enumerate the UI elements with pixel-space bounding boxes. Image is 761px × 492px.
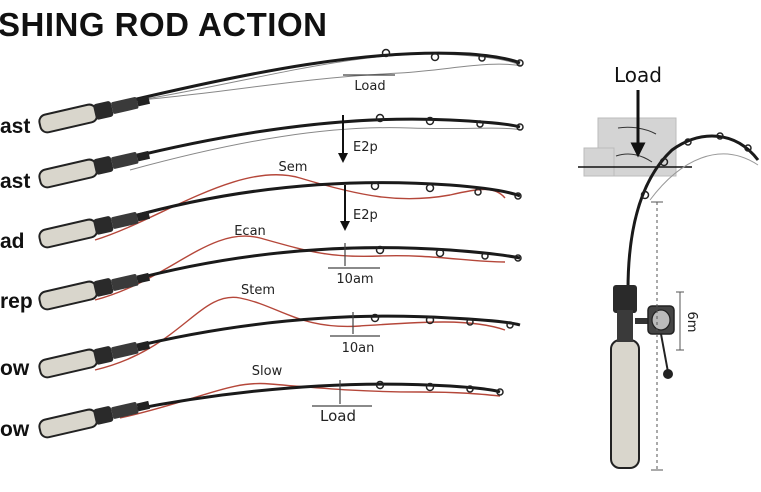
row6-load-label: Load — [320, 407, 356, 425]
side-rod-handle — [610, 339, 640, 469]
rod-row-6: Slow Load — [38, 364, 504, 439]
rod-row-5: Stem 10an — [38, 283, 521, 379]
rod-handle — [38, 400, 151, 439]
rod-blank — [119, 246, 521, 285]
row4-mark-label: 10am — [336, 272, 373, 287]
rod-row-3: Sem E2p — [38, 160, 522, 249]
rod-blank — [119, 181, 521, 222]
rod-handle — [38, 272, 151, 311]
action-curve — [119, 382, 501, 419]
action-curve — [94, 235, 506, 301]
row3-curve-label: Sem — [279, 160, 308, 175]
row3-force-label: E2p — [353, 208, 378, 223]
row-label-2: ast — [0, 170, 31, 193]
rod-handle — [38, 150, 151, 189]
action-curve — [94, 296, 506, 371]
row5-curve-label: Stem — [241, 283, 275, 298]
page-title: SHING ROD ACTION — [0, 6, 328, 43]
side-load-label: Load — [614, 63, 662, 87]
rod-handle — [38, 340, 151, 379]
row4-curve-label: Ecan — [234, 224, 266, 239]
side-bend-diagram: Load 6m — [578, 63, 760, 471]
row-label-3: ad — [0, 230, 25, 253]
rod-blank — [119, 51, 521, 105]
row5-mark-label: 10an — [342, 341, 375, 356]
reel-measure-label: 6m — [684, 312, 699, 333]
row-label-4: rep — [0, 290, 33, 313]
rod-row-1: Load — [38, 48, 524, 134]
row1-load-label: Load — [354, 79, 385, 94]
rod-blank — [119, 117, 521, 162]
rod-blank — [119, 314, 521, 352]
side-rod-blank — [626, 134, 760, 291]
rod-blank — [119, 382, 501, 414]
spinning-reel-icon — [635, 305, 675, 379]
row2-force-label: E2p — [353, 140, 378, 155]
row-label-1: ast — [0, 115, 31, 138]
rod-handle — [38, 95, 151, 134]
rod-handle — [38, 210, 151, 249]
row-label-6: ow — [0, 418, 30, 441]
row-label-5: ow — [0, 357, 30, 380]
side-rod-reel-seat — [613, 285, 637, 313]
row6-curve-label: Slow — [252, 364, 283, 379]
rod-row-4: Ecan 10am — [38, 224, 522, 311]
rod-row-2: E2p — [38, 113, 524, 189]
